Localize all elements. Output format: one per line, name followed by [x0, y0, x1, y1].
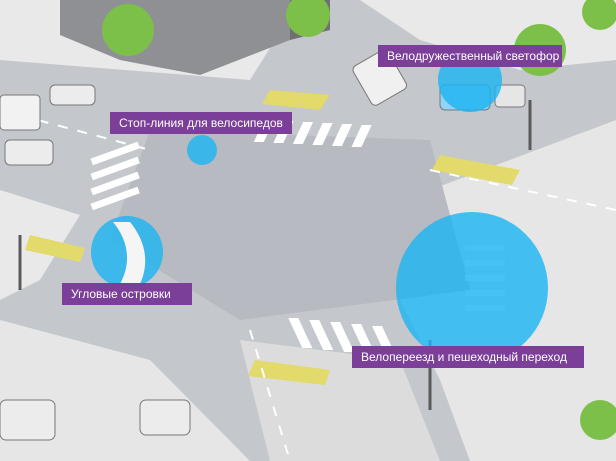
corner-island-shape — [113, 222, 146, 284]
bike-lane-right — [432, 155, 520, 185]
intersection-center — [110, 130, 470, 320]
highlight-bike-ped-crossing — [396, 212, 548, 364]
highlight-bike-stop-line — [187, 135, 217, 165]
callout-bike-signal: Велодружественный светофор — [378, 45, 562, 67]
crosswalk-left — [90, 141, 140, 211]
vehicles — [0, 49, 526, 441]
bike-lane-left — [25, 235, 85, 262]
callout-corner-islands: Угловые островки — [62, 283, 192, 305]
bike-lane-bottom — [248, 360, 330, 385]
callout-bike-stop-line: Стоп-линия для велосипедов — [110, 112, 292, 134]
callout-bike-ped-crossing: Велопереезд и пешеходный переход — [352, 346, 584, 368]
bike-lane-top — [262, 90, 330, 110]
